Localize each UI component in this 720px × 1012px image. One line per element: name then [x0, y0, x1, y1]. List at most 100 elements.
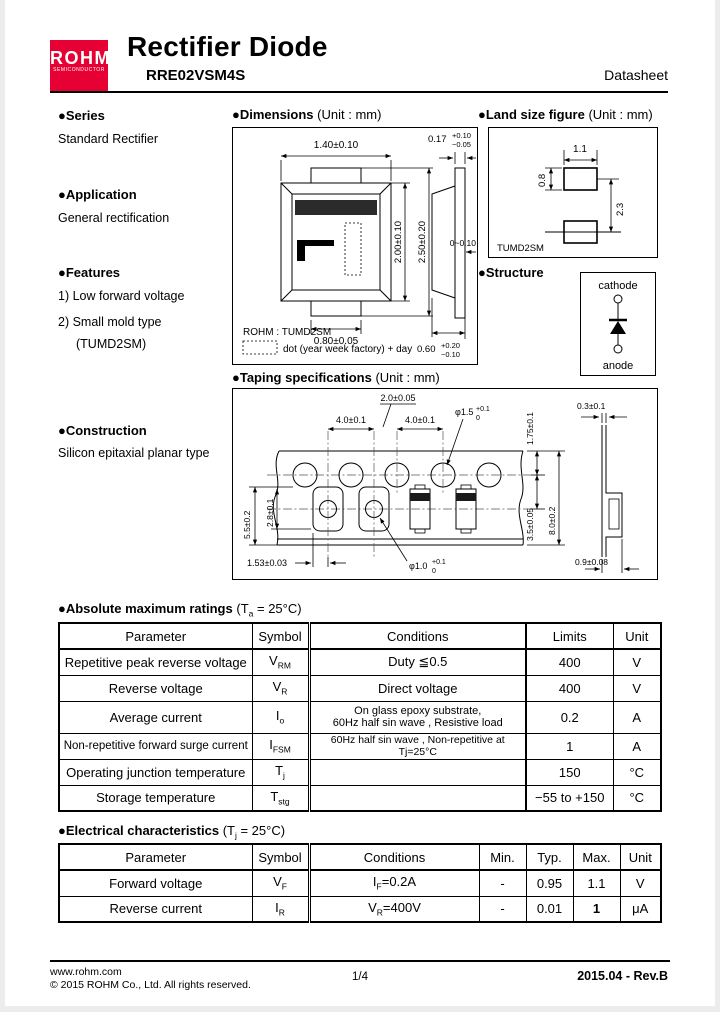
structure-box: cathode anode — [580, 272, 656, 376]
col-parameter: Parameter — [58, 843, 253, 871]
col-symbol: Symbol — [251, 622, 311, 650]
abs-max-condition: (Ta = 25°C) — [236, 601, 302, 619]
table-row: Non-repetitive forward surge current IFS… — [58, 732, 662, 760]
feature-item-1: 1) Low forward voltage — [58, 289, 185, 303]
param-cell: Reverse current — [58, 895, 253, 923]
max-cell: 1.1 — [572, 869, 621, 897]
symbol-cell: Tj — [251, 758, 311, 786]
application-body: General rectification — [58, 211, 170, 225]
feature-item-3: (TUMD2SM) — [76, 337, 147, 351]
dimensions-unit: (Unit : mm) — [317, 107, 382, 122]
dim-lead-thickness: 0.17 — [428, 134, 447, 145]
conditions-cell: Direct voltage — [308, 674, 527, 702]
tape-strip — [267, 431, 531, 557]
land-box: 1.1 0.8 2.3 TUMD2SM — [488, 127, 658, 258]
rohm-logo-text: ROHM — [50, 48, 111, 68]
pocket-pitch-label: 4.0±0.1 — [336, 415, 366, 425]
table-row: Reverse voltage VR Direct voltage 400 V — [58, 674, 662, 702]
typ-cell: 0.01 — [525, 895, 574, 923]
features-heading: ●Features — [58, 265, 121, 280]
rohm-logo: ROHM SEMICONDUCTOR — [50, 40, 111, 92]
col-conditions: Conditions — [308, 622, 527, 650]
elec-heading: ●Electrical characteristics (Tj = 25°C) — [58, 823, 285, 841]
pocket-offset-label: 1.53±0.03 — [247, 558, 287, 568]
hole-pitch-label: 4.0±0.1 — [405, 415, 435, 425]
dimensions-heading-text: ●Dimensions — [232, 107, 314, 122]
unit-cell: A — [612, 732, 662, 760]
diode-symbol — [610, 321, 626, 334]
cathode-band — [295, 200, 377, 215]
land-width-label: 1.1 — [573, 144, 587, 155]
unit-cell: °C — [612, 784, 662, 812]
construction-body: Silicon epitaxial planar type — [58, 446, 210, 460]
dim-width-label: 1.40±0.10 — [314, 140, 359, 151]
package-notes: ROHM : TUMD2SM dot (year week factory) +… — [242, 327, 412, 355]
table-row: Forward voltage VF IF=0.2A - 0.95 1.1 V — [58, 869, 662, 897]
edge-margin-label: 1.75±0.1 — [525, 412, 535, 445]
taping-heading-text: ●Taping specifications — [232, 370, 372, 385]
doc-type-label: Datasheet — [604, 67, 668, 83]
taping-dimensions: 4.0±0.1 4.0±0.1 2.0±0.05 φ1.5 +0.1 0 1.7… — [242, 393, 565, 575]
front-view: 1.40±0.10 0.80±0.05 — [280, 140, 433, 347]
package-name-note: ROHM : TUMD2SM — [243, 327, 331, 338]
land-package-label: TUMD2SM — [497, 243, 544, 254]
structure-drawing: cathode anode — [598, 280, 637, 372]
dim-total-height-label: 2.50±0.20 — [417, 221, 428, 263]
structure-heading: ●Structure — [478, 265, 544, 280]
table-row: Repetitive peak reverse voltage VRM Duty… — [58, 648, 662, 676]
col-parameter: Parameter — [58, 622, 253, 650]
col-symbol: Symbol — [251, 843, 311, 871]
unit-cell: °C — [612, 758, 662, 786]
limits-cell: 1 — [525, 732, 614, 760]
table-row: Reverse current IR VR=400V - 0.01 1 μA — [58, 895, 662, 923]
footer-url[interactable]: www.rohm.com — [50, 966, 122, 978]
pocket-length-label: 2.8±0.1 — [265, 498, 275, 527]
hole-offset-label: 2.0±0.05 — [381, 393, 416, 403]
tape-side-view: 0.3±0.1 0.9±0.08 — [575, 401, 639, 573]
typ-cell: 0.95 — [525, 869, 574, 897]
symbol-cell: VF — [251, 869, 311, 897]
unit-cell: V — [612, 648, 662, 676]
land-height-label: 0.8 — [537, 174, 548, 187]
construction-heading: ●Construction — [58, 423, 147, 438]
col-limits: Limits — [525, 622, 614, 650]
abs-max-table: Parameter Symbol Conditions Limits Unit … — [58, 622, 662, 812]
conditions-cell — [308, 784, 527, 812]
symbol-cell: IFSM — [251, 732, 311, 760]
sprocket-tol-plus: +0.1 — [476, 406, 490, 413]
conditions-cell: 60Hz half sin wave , Non-repetitive at T… — [308, 732, 527, 760]
component-in-pocket-2 — [455, 484, 477, 534]
symbol-cell: Tstg — [251, 784, 311, 812]
abs-max-heading-text: ●Absolute maximum ratings — [58, 601, 233, 616]
max-cell: 1 — [572, 895, 621, 923]
taping-box: 4.0±0.1 4.0±0.1 2.0±0.05 φ1.5 +0.1 0 1.7… — [232, 388, 658, 580]
abs-max-header-row: Parameter Symbol Conditions Limits Unit — [58, 622, 662, 650]
elec-condition: (Tj = 25°C) — [222, 823, 286, 841]
emboss-depth-label: 0.9±0.08 — [575, 557, 608, 567]
conditions-cell — [308, 758, 527, 786]
limits-cell: −55 to +150 — [525, 784, 614, 812]
unit-cell: μA — [619, 895, 662, 923]
series-body: Standard Rectifier — [58, 132, 159, 146]
land-pitch-label: 2.3 — [615, 203, 626, 216]
col-min: Min. — [478, 843, 527, 871]
elec-table: Parameter Symbol Conditions Min. Typ. Ma… — [58, 843, 662, 923]
land-pad-top — [563, 167, 598, 191]
land-unit: (Unit : mm) — [588, 107, 653, 122]
land-heading: ●Land size figure (Unit : mm) — [478, 107, 653, 122]
sprocket-dia-label: φ1.5 — [455, 407, 473, 417]
unit-cell: V — [612, 674, 662, 702]
cathode-terminal — [613, 294, 623, 304]
component-in-pocket-1 — [409, 484, 431, 534]
part-number: RRE02VSM4S — [146, 67, 246, 84]
land-drawing: 1.1 0.8 2.3 TUMD2SM — [497, 144, 626, 254]
page-number: 1/4 — [352, 971, 368, 983]
footer-copyright: © 2015 ROHM Co., Ltd. All rights reserve… — [50, 979, 251, 991]
pocket-hole-tol-minus: 0 — [432, 568, 436, 575]
param-cell: Operating junction temperature — [58, 758, 253, 786]
land-heading-text: ●Land size figure — [478, 107, 585, 122]
conditions-cell: VR=400V — [308, 895, 480, 923]
conditions-cell: Duty ≦0.5 — [308, 648, 527, 676]
dim-tab-label: 0.80±0.05 — [314, 336, 359, 347]
